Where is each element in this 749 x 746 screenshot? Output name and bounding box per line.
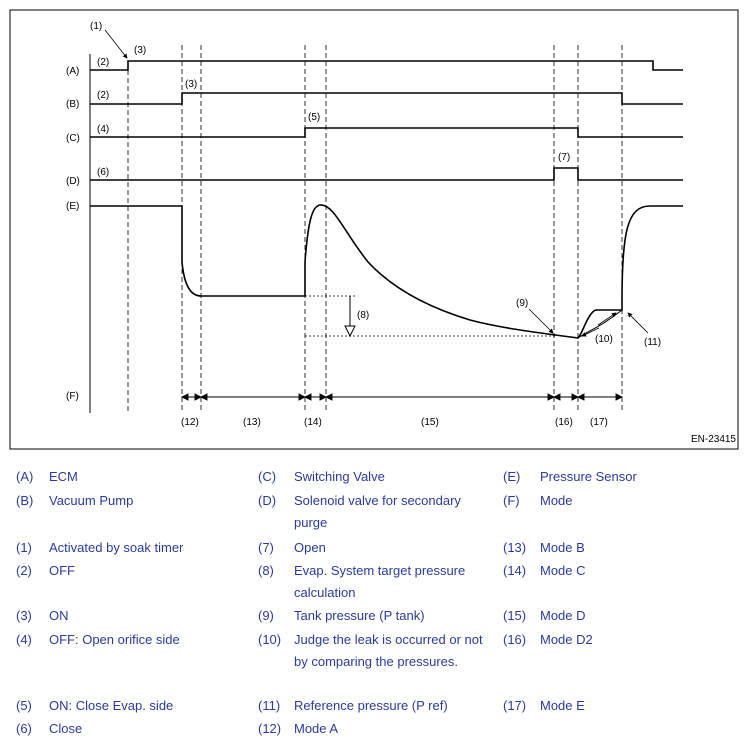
legend-key: (4) [16, 632, 32, 647]
legend-key: (8) [258, 563, 274, 578]
legend-value: Mode D [540, 608, 586, 623]
callout-label: (4) [97, 124, 109, 135]
legend-key: (3) [16, 608, 32, 623]
legend-key: (E) [503, 469, 521, 484]
callout-leaders [104, 29, 649, 337]
legend-value: OFF: Open orifice side [49, 632, 180, 647]
row-label-a: (A) [66, 66, 79, 77]
callout-label: (8) [357, 310, 369, 321]
timing-diagram: (A) (B) (C) (D) (E) (F) (1) (2) (3) (2) … [9, 9, 739, 450]
timing-diagram-svg: (A) (B) (C) (D) (E) (F) (1) (2) (3) (2) … [9, 9, 739, 450]
legend-key: (D) [258, 493, 277, 508]
legend-value: Evap. System target pressure calculation [294, 563, 466, 600]
pressure-lower-trace [577, 309, 623, 339]
figure-id: EN-23415 [691, 434, 736, 445]
callout-label: (11) [644, 337, 661, 348]
legend-key: (15) [503, 608, 527, 623]
legend-value: Mode D2 [540, 632, 593, 647]
legend-key: (B) [16, 493, 34, 508]
mode-label: (12) [181, 417, 199, 428]
mode-labels: (12) (13) (14) (15) (16) (17) [181, 417, 608, 428]
legend-value: Mode E [540, 698, 585, 713]
callout-label: (2) [97, 57, 109, 68]
legend-value: Open [294, 540, 326, 555]
legend-value: Mode C [540, 563, 586, 578]
legend-value: Close [49, 721, 83, 736]
legend-key: (A) [16, 469, 34, 484]
legend-key: (10) [258, 632, 282, 647]
legend-key: (13) [503, 540, 527, 555]
legend: (A) ECM (B) Vacuum Pump (1) Activated by… [0, 466, 749, 746]
switching-valve-trace [90, 127, 683, 138]
legend-value: Mode A [294, 721, 339, 736]
callout-label: (9) [516, 298, 528, 309]
mode-label: (14) [304, 417, 322, 428]
row-labels: (A) (B) (C) (D) (E) (F) [66, 66, 80, 402]
legend-value: ON: Close Evap. side [49, 698, 174, 713]
legend-value: Mode B [540, 540, 585, 555]
mode-label: (16) [555, 417, 573, 428]
legend-value: Judge the leak is occurred or not by com… [294, 632, 483, 669]
mode-arrows [180, 393, 624, 401]
pressure-sensor-trace [90, 204, 683, 339]
callout-label: (10) [595, 334, 613, 345]
callout-label: (3) [185, 79, 197, 90]
row-label-d: (D) [66, 176, 80, 187]
legend-value: Vacuum Pump [49, 493, 134, 508]
legend-key: (1) [16, 540, 32, 555]
solenoid-valve-trace [90, 167, 683, 181]
mode-label: (13) [243, 417, 261, 428]
legend-key: (9) [258, 608, 274, 623]
legend-key: (F) [503, 493, 520, 508]
legend-value: OFF [49, 563, 75, 578]
legend-key: (7) [258, 540, 274, 555]
legend-key: (11) [258, 698, 281, 713]
ecm-trace [90, 60, 683, 71]
callout-label: (2) [97, 90, 109, 101]
row-label-b: (B) [66, 99, 79, 110]
legend-value: ECM [49, 469, 78, 484]
callout-label: (5) [308, 112, 320, 123]
legend-value: Mode [540, 493, 573, 508]
legend-key: (C) [258, 469, 277, 484]
legend-value: ON [49, 608, 69, 623]
legend-value: Tank pressure (P tank) [294, 608, 425, 623]
mode-label: (17) [590, 417, 608, 428]
legend-value: Switching Valve [294, 469, 385, 484]
legend-key: (12) [258, 721, 282, 736]
target-pressure-guides [305, 295, 556, 337]
signal-traces [90, 60, 683, 339]
row-label-c: (C) [66, 133, 80, 144]
legend-key: (17) [503, 698, 527, 713]
legend-value: Solenoid valve for secondary purge [294, 493, 461, 530]
callout-label: (6) [97, 167, 109, 178]
callout-label: (7) [558, 152, 570, 163]
legend-key: (5) [16, 698, 32, 713]
legend-key: (14) [503, 563, 527, 578]
legend-value: Reference pressure (P ref) [294, 698, 448, 713]
legend-key: (6) [16, 721, 32, 736]
vacuum-pump-trace [90, 92, 683, 105]
legend-key: (2) [16, 563, 32, 578]
callout-label: (3) [134, 45, 146, 56]
mode-boundaries [127, 45, 623, 413]
legend-value: Pressure Sensor [540, 469, 637, 484]
target-pressure-arrow [344, 296, 356, 338]
legend-value: Activated by soak timer [49, 540, 184, 555]
row-label-e: (E) [66, 201, 79, 212]
row-label-f: (F) [66, 391, 79, 402]
callout-label: (1) [90, 21, 102, 32]
mode-label: (15) [421, 417, 439, 428]
legend-key: (16) [503, 632, 527, 647]
diagram-frame [9, 9, 739, 450]
callout-labels: (1) (2) (3) (2) (3) (4) (5) (6) (7) (8) … [90, 21, 661, 348]
